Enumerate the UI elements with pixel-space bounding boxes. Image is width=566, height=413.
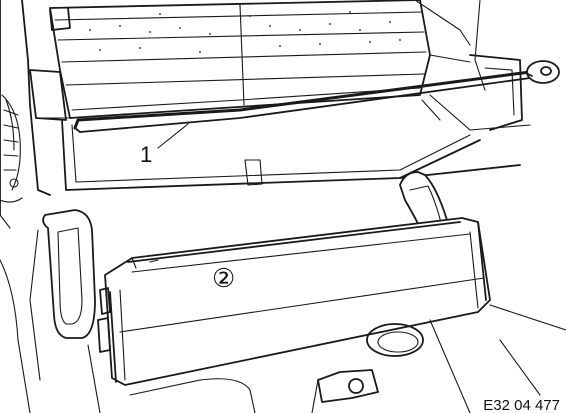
tray-frame xyxy=(61,94,531,191)
main-component-box: ② xyxy=(97,217,491,386)
left-slot-handle xyxy=(29,209,96,381)
removal-tool-rod xyxy=(73,60,560,133)
left-console xyxy=(0,0,51,229)
callout-2-label: ② xyxy=(212,263,235,293)
upper-cushion-assembly xyxy=(29,0,431,121)
callout-1-label: 1 xyxy=(140,142,152,167)
right-upper-structure xyxy=(414,0,523,131)
reference-code: E32 04 477 xyxy=(483,397,560,413)
lower-floor-details xyxy=(0,259,566,413)
callout-1: 1 xyxy=(140,123,189,167)
